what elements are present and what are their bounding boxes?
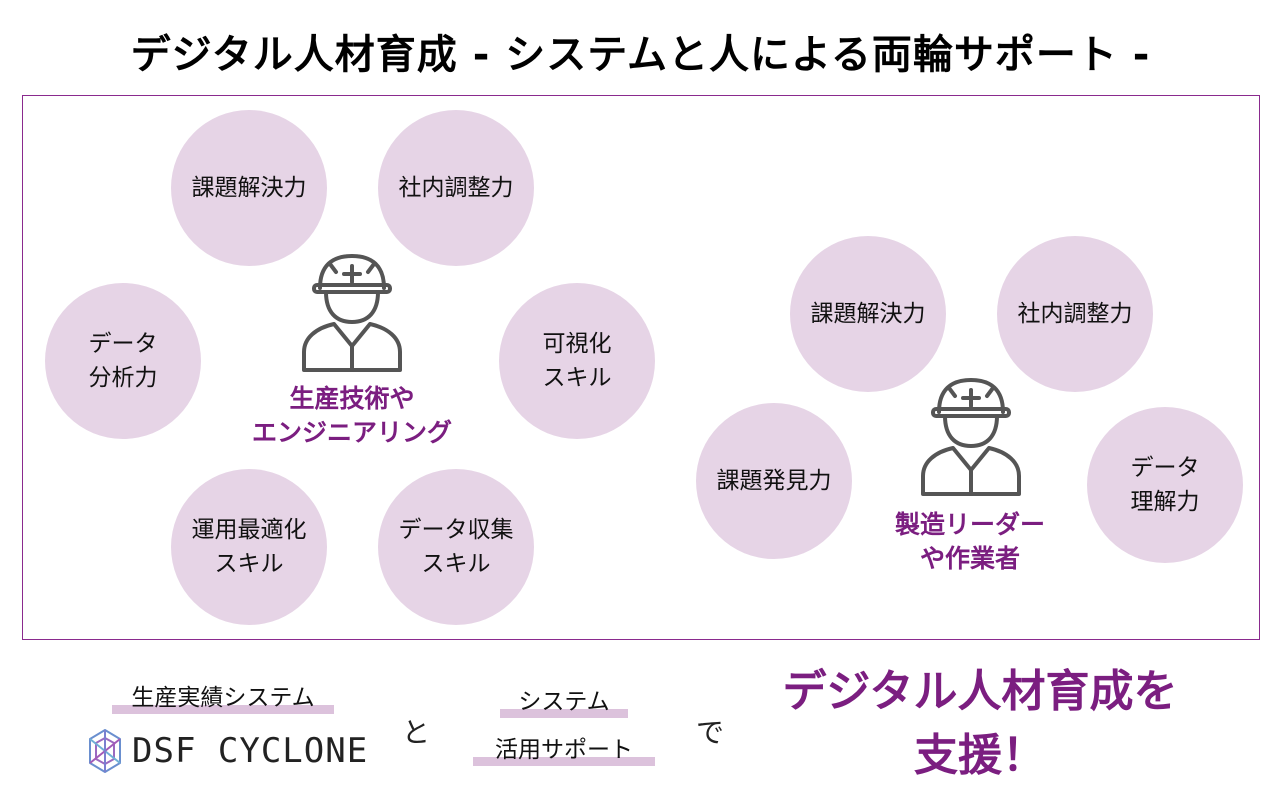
skill-label: 課題解決力 xyxy=(191,175,307,201)
worker-helmet-icon xyxy=(921,378,1021,496)
skill-label: 社内調整力 xyxy=(1017,301,1133,327)
connector-and: と xyxy=(402,716,431,749)
skill-bubble: 課題解決力 xyxy=(171,110,327,266)
system-label: 生産実績システム xyxy=(112,678,334,714)
role-label-engineering: 生産技術や エンジニアリング xyxy=(251,384,452,447)
connector-by: で xyxy=(696,716,725,749)
skill-bubble: データ 分析力 xyxy=(45,283,201,439)
support-line-2: 活用サポート xyxy=(473,730,655,766)
skill-bubble: データ収集 スキル xyxy=(378,469,534,625)
skill-bubble: データ 理解力 xyxy=(1087,407,1243,563)
skill-label: 運用最適化 スキル xyxy=(191,517,307,577)
skill-bubble: 課題発見力 xyxy=(696,403,852,559)
cyclone-logo-icon xyxy=(89,729,121,773)
skill-label: データ 分析力 xyxy=(88,331,158,391)
skill-label: 課題解決力 xyxy=(810,301,926,327)
dsf-cyclone-logo: DSF CYCLONE xyxy=(88,728,368,774)
skill-label: データ 理解力 xyxy=(1130,455,1200,515)
role-label-production: 製造リーダー や作業者 xyxy=(894,510,1045,573)
skill-bubble: 可視化 スキル xyxy=(499,283,655,439)
skill-label: データ収集 スキル xyxy=(398,517,514,577)
support-line-1: システム xyxy=(500,682,628,718)
skill-label: 社内調整力 xyxy=(398,175,514,201)
skill-bubble: 運用最適化 スキル xyxy=(171,469,327,625)
skill-bubble: 社内調整力 xyxy=(378,110,534,266)
support-line-2-text: 活用サポート xyxy=(495,737,633,763)
page-title: デジタル人材育成 - システムと人による両輪サポート - xyxy=(130,32,1151,78)
support-line-1-text: システム xyxy=(518,689,610,715)
skill-label: 可視化 スキル xyxy=(542,331,612,391)
skill-bubble: 課題解決力 xyxy=(790,236,946,392)
headline: デジタル人材育成を 支援！ xyxy=(782,666,1178,781)
system-label-text: 生産実績システム xyxy=(131,685,315,711)
diagram-frame xyxy=(22,95,1260,640)
skill-label: 課題発見力 xyxy=(716,468,832,494)
worker-helmet-icon xyxy=(302,254,402,372)
skill-bubble: 社内調整力 xyxy=(997,236,1153,392)
logo-text: DSF CYCLONE xyxy=(132,731,369,771)
